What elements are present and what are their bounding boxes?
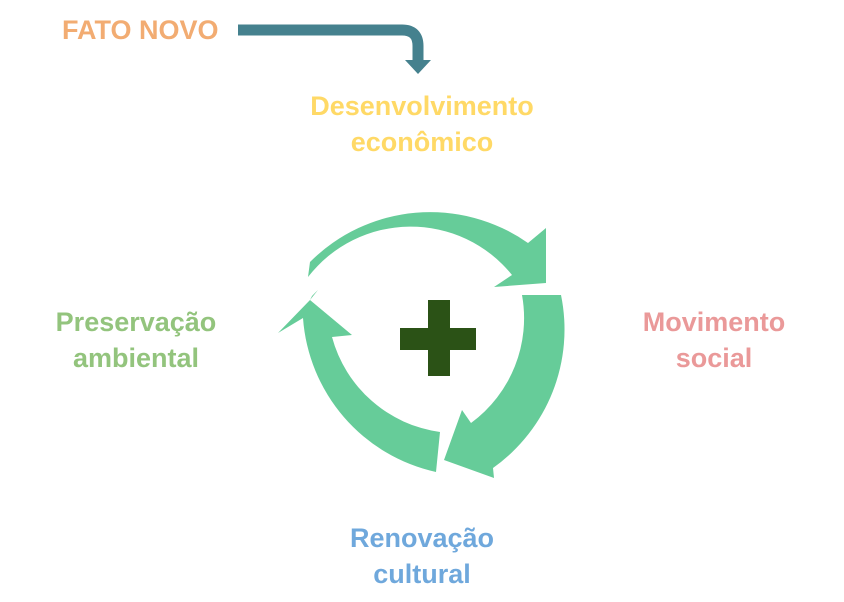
cycle-arrow-left (278, 300, 440, 472)
node-label-right: Movimento social (614, 304, 814, 376)
node-label-line: Renovação (349, 523, 495, 553)
bent-arrow-down-icon (238, 24, 431, 74)
cycle-arrow-right (444, 295, 565, 478)
node-label-line: social (675, 343, 753, 373)
node-label-line: ambiental (72, 343, 200, 373)
node-label-line: Movimento (642, 307, 786, 337)
plus-icon (400, 300, 476, 376)
node-label-line: cultural (373, 559, 471, 589)
cycle-arrow-top (308, 212, 546, 287)
node-label-line: Preservação (55, 307, 217, 337)
node-label-line: econômico (350, 127, 494, 157)
trigger-label: FATO NOVO (62, 12, 222, 48)
node-label-top: Desenvolvimento econômico (272, 88, 572, 160)
cycle-arrow-top-tail (310, 290, 318, 300)
cycle-arrows-icon (278, 212, 565, 478)
node-label-left: Preservação ambiental (36, 304, 236, 376)
node-label-bottom: Renovação cultural (322, 520, 522, 592)
node-label-line: Desenvolvimento (310, 91, 534, 121)
trigger-text: FATO NOVO (62, 15, 219, 45)
